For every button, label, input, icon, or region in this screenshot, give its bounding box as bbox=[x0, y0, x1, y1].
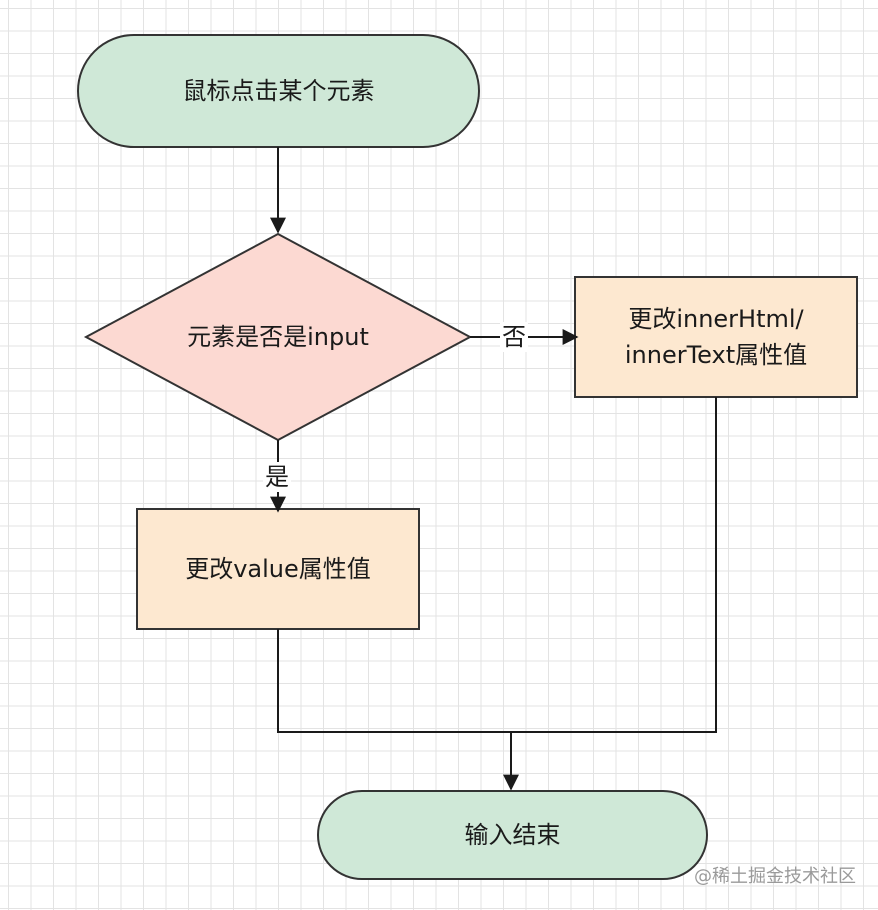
start-node-label: 鼠标点击某个元素 bbox=[182, 77, 375, 105]
end-terminal-shape[interactable] bbox=[317, 790, 708, 880]
watermark-text: @稀土掘金技术社区 bbox=[694, 866, 856, 887]
decision-node-label: 元素是否是input bbox=[187, 323, 369, 351]
update-text-node-label: 更改innerHtml/ innerText属性值 bbox=[624, 305, 808, 369]
edge-label-no: 否 bbox=[500, 322, 528, 352]
update-value-node-label: 更改value属性值 bbox=[185, 555, 371, 583]
edge-update-text-to-merge bbox=[511, 397, 717, 733]
edge-update-value-to-merge bbox=[277, 629, 511, 733]
update-text-process-shape[interactable] bbox=[574, 276, 858, 398]
end-node-label: 输入结束 bbox=[464, 821, 561, 849]
edge-label-yes: 是 bbox=[263, 462, 291, 492]
